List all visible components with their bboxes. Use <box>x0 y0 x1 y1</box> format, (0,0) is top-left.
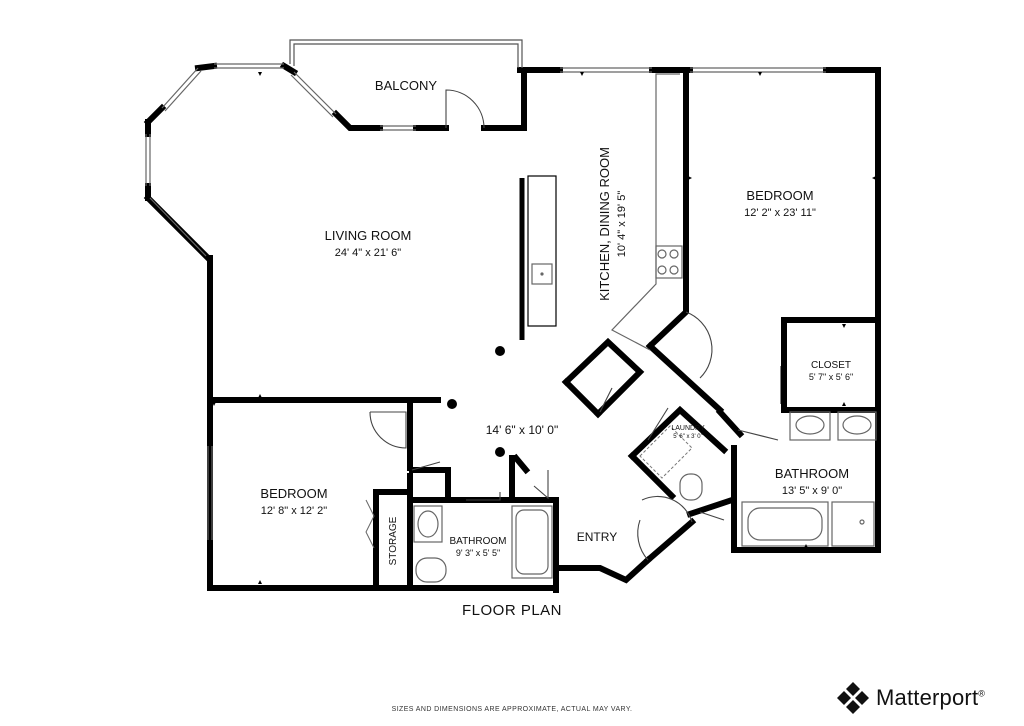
columns <box>447 346 505 457</box>
brand-trademark: ® <box>978 688 986 699</box>
living-room-label: LIVING ROOM <box>325 228 412 243</box>
entry-label: ENTRY <box>577 530 617 544</box>
balcony-railing <box>289 39 523 68</box>
disclaimer: SIZES AND DIMENSIONS ARE APPROXIMATE, AC… <box>391 706 633 713</box>
laundry-dims: 5' 6" x 3' 0" <box>673 434 703 440</box>
bedroom-main-label: BEDROOM <box>746 188 813 203</box>
kitchen-label: KITCHEN, DINING ROOM <box>597 147 612 301</box>
living-room-dims: 24' 4" x 21' 6" <box>335 247 402 259</box>
floor-plan-title: FLOOR PLAN <box>461 602 563 619</box>
bathroom-main-label: BATHROOM <box>775 466 849 481</box>
doors <box>369 89 779 561</box>
laundry-label: LAUNDRY <box>671 425 705 432</box>
hall-dims: 14' 6" x 10' 0" <box>486 423 558 437</box>
closet-dims: 5' 7" x 5' 6" <box>809 372 853 382</box>
bathroom-second-dims: 9' 3" x 5' 5" <box>456 548 500 558</box>
second-bath-fixtures <box>413 505 553 583</box>
kitchen-dims: 10' 4" x 19' 5" <box>616 191 628 258</box>
matterport-mark-icon <box>837 682 869 714</box>
main-bath-fixtures <box>679 411 877 547</box>
kitchen-label-group: KITCHEN, DINING ROOM 10' 4" x 19' 5" <box>597 147 628 301</box>
closet-label: CLOSET <box>811 360 851 371</box>
laundry-machines <box>639 425 693 479</box>
walls <box>143 61 881 593</box>
kitchen-counter <box>611 73 683 351</box>
kitchen-island <box>519 175 557 340</box>
windows <box>145 63 826 540</box>
storage-label: STORAGE <box>388 516 399 565</box>
bedroom-main-dims: 12' 2" x 23' 11" <box>744 207 816 219</box>
bedroom-second-dims: 12' 8" x 12' 2" <box>261 505 328 517</box>
bathroom-second-label: BATHROOM <box>449 536 506 547</box>
bedroom-second-label: BEDROOM <box>260 486 327 501</box>
dimension-ticks <box>212 72 876 584</box>
balcony-label: BALCONY <box>375 78 437 93</box>
bathroom-main-dims: 13' 5" x 9' 0" <box>782 485 842 497</box>
matterport-logo: Matterport® <box>836 680 1016 716</box>
storage-door <box>365 499 375 549</box>
brand-name: Matterport <box>876 685 979 710</box>
